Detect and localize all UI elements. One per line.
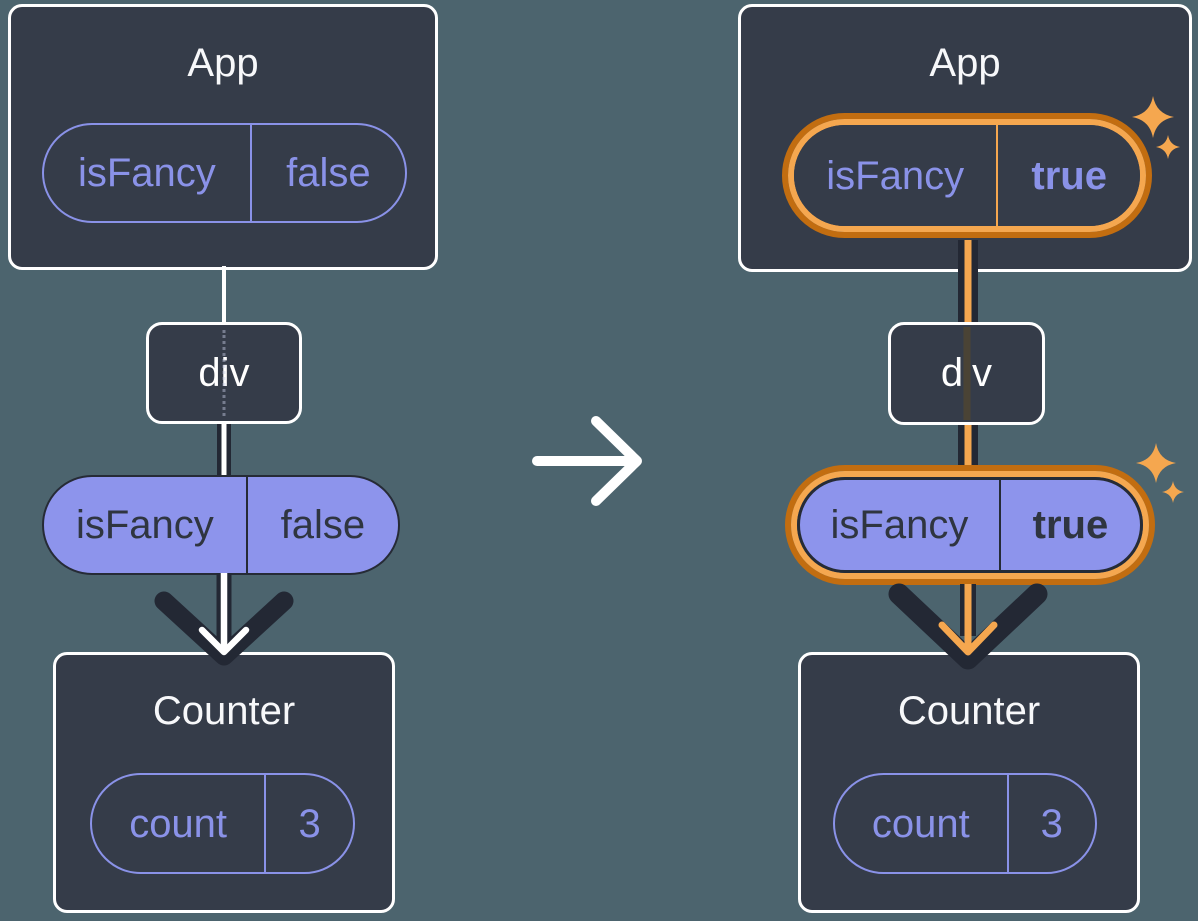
prop-flow-line-faint	[222, 330, 226, 416]
highlight-ring: isFancy true	[788, 119, 1146, 232]
prop-value: false	[280, 503, 366, 547]
left-app-card: App isFancy false	[8, 4, 438, 270]
left-counter-title: Counter	[152, 689, 296, 733]
left-app-prop-pill: isFancy false	[42, 123, 407, 223]
prop-name: isFancy	[44, 477, 248, 573]
arrow-down-icon	[888, 583, 1048, 670]
left-counter-state-pill: count 3	[90, 773, 355, 874]
left-div-node: div	[146, 322, 302, 424]
right-app-title: App	[929, 41, 1001, 85]
arrow-right-icon	[532, 416, 642, 506]
highlight-ring: isFancy true	[791, 471, 1149, 579]
left-app-title: App	[187, 41, 259, 85]
state-name: count	[92, 775, 267, 872]
arrow-down-icon	[154, 573, 294, 666]
prop-name: isFancy	[800, 480, 1001, 570]
prop-value: true	[1031, 153, 1107, 198]
state-value: 3	[298, 801, 321, 846]
left-passed-prop-pill: isFancy false	[42, 475, 400, 575]
right-div-node: div	[888, 322, 1045, 425]
right-counter-state-pill: count 3	[833, 773, 1097, 874]
prop-name: isFancy	[794, 125, 999, 226]
left-div-label: div	[198, 350, 250, 395]
right-counter-card: Counter count 3	[798, 652, 1140, 913]
prop-value: false	[286, 151, 371, 195]
prop-value: true	[1032, 503, 1109, 547]
right-passed-prop-pill-highlighted: isFancy true	[785, 465, 1155, 585]
left-counter-card: Counter count 3	[53, 652, 395, 913]
prop-name: isFancy	[44, 125, 252, 221]
state-name: count	[835, 775, 1009, 872]
prop-flow-line-muted	[963, 327, 970, 420]
right-counter-title: Counter	[897, 689, 1041, 733]
right-app-prop-pill-highlighted: isFancy true	[782, 113, 1152, 238]
state-value: 3	[1040, 801, 1063, 846]
